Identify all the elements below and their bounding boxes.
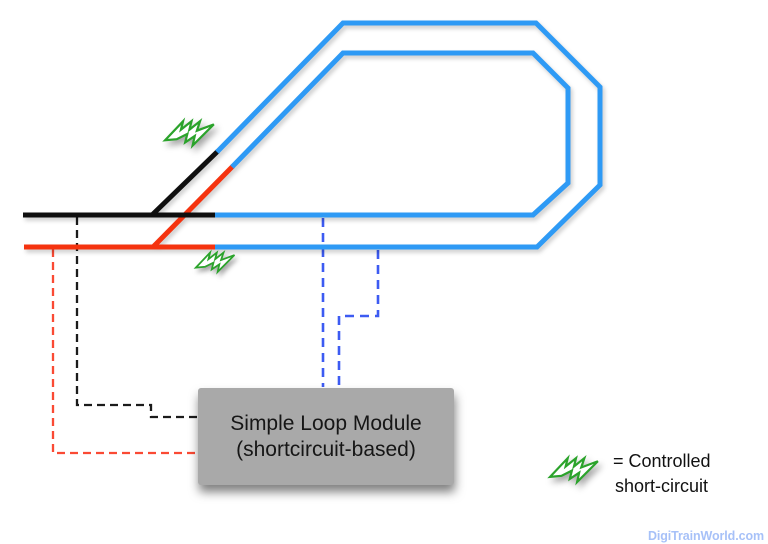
short-circuit-bolts	[162, 117, 599, 486]
black-control-wire	[75, 217, 197, 419]
inner-loop-track	[215, 50, 571, 218]
module-box-subtitle: (shortcircuit-based)	[236, 437, 416, 461]
blue-control-wire-2	[337, 250, 380, 387]
control-wires	[51, 217, 380, 455]
controlled-short-circuit-icon-upper	[162, 117, 215, 150]
controlled-short-circuit-icon-legend	[547, 454, 599, 486]
tracks	[23, 20, 603, 250]
module-box-title: Simple Loop Module	[230, 411, 422, 435]
controlled-short-circuit-icon-lower	[193, 249, 236, 275]
watermark-digitrainworld: DigiTrainWorld.com	[647, 529, 764, 543]
legend: = Controlled short-circuit	[613, 449, 711, 499]
legend-line-1: = Controlled	[613, 451, 711, 471]
red-control-wire	[51, 249, 197, 455]
black-branch-diagonal-track	[150, 149, 220, 217]
legend-line-2: short-circuit	[615, 476, 709, 496]
outer-loop-track	[215, 20, 603, 250]
red-branch-diagonal-track	[151, 164, 235, 249]
module-box: Simple Loop Module (shortcircuit-based)	[198, 388, 454, 485]
